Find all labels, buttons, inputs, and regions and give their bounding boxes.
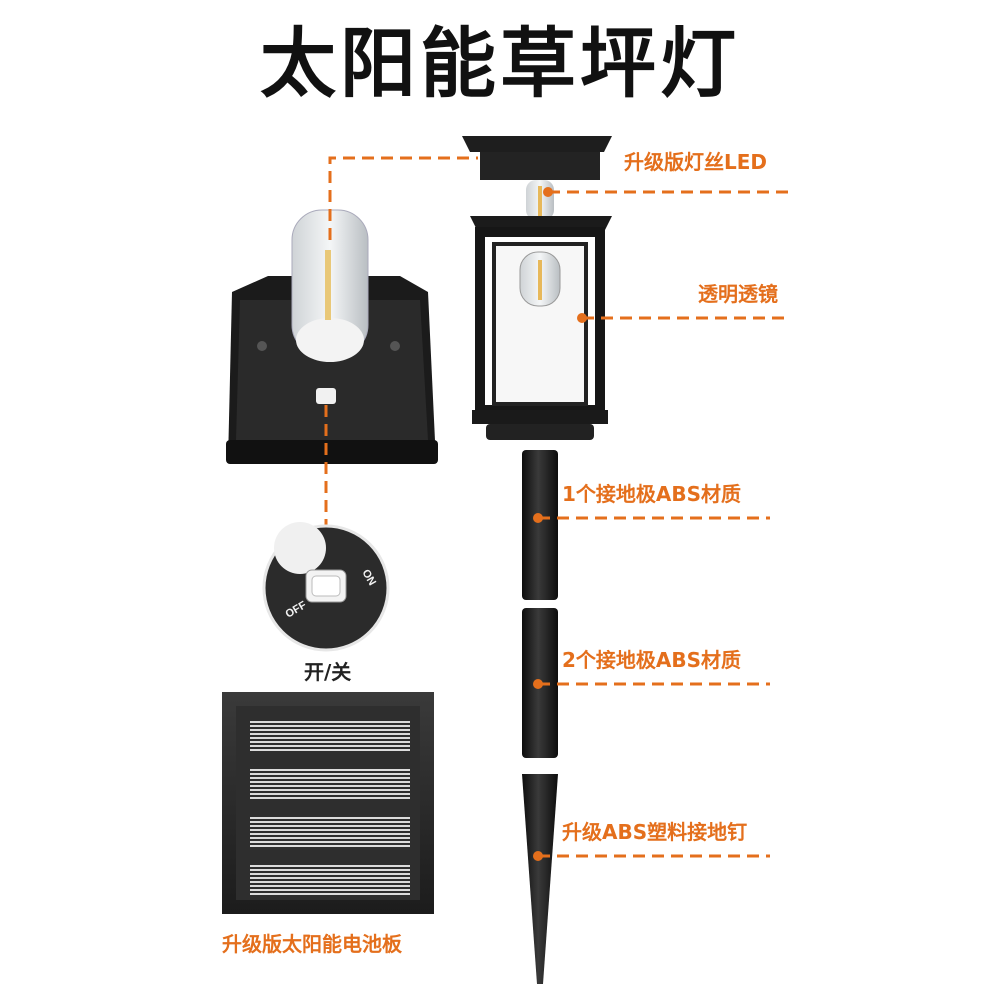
label-spike: 升级ABS塑料接地钉 [562, 820, 748, 844]
screw-icon [257, 341, 267, 351]
label-pole-1: 1个接地极ABS材质 [562, 482, 742, 506]
label-lens: 透明透镜 [698, 282, 778, 306]
page-title: 太阳能草坪灯 [260, 19, 740, 108]
switch-zoom [262, 522, 390, 652]
pole-segment-1 [522, 450, 558, 600]
switch-small [316, 388, 336, 404]
label-solar-panel: 升级版太阳能电池板 [222, 932, 402, 956]
label-led: 升级版灯丝LED [624, 150, 768, 174]
filament [325, 250, 331, 320]
lamp-assembly [462, 136, 612, 984]
lamp-head-closeup [226, 209, 438, 464]
solar-panel-illustration [222, 692, 434, 914]
ground-spike [522, 774, 558, 984]
screw-icon [390, 341, 400, 351]
label-switch: 开/关 [304, 660, 352, 684]
label-pole-2: 2个接地极ABS材质 [562, 648, 742, 672]
